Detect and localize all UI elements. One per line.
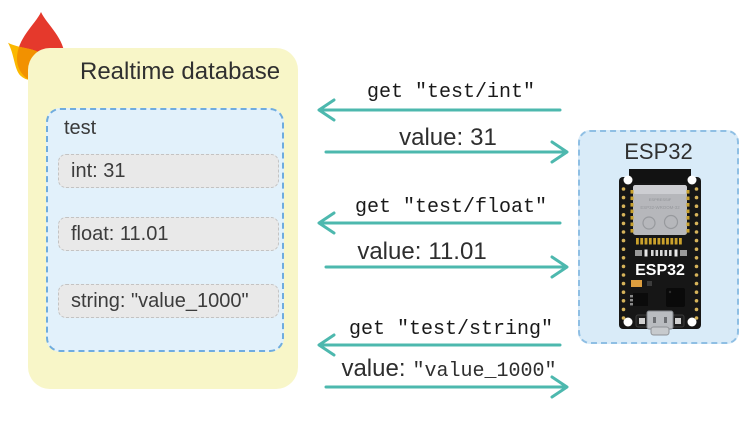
espressif-logo-icon xyxy=(663,214,679,230)
response-value: 11.01 xyxy=(428,238,487,265)
response-value: 31 xyxy=(470,124,497,151)
board-led xyxy=(631,280,642,287)
response-prefix: value: xyxy=(341,355,406,382)
database-title: Realtime database xyxy=(80,58,281,85)
response-value: "value_1000" xyxy=(412,360,557,383)
response-label-string: value: "value_1000" xyxy=(341,357,556,382)
database-node-box: test int: 31 float: 11.01 string: "value… xyxy=(46,108,284,352)
wifi-logo-icon xyxy=(642,216,656,230)
esp32-panel: ESP32 xyxy=(578,130,739,344)
node-field-float: float: 11.01 xyxy=(58,217,279,251)
response-prefix: value: xyxy=(399,124,464,151)
en-button xyxy=(671,314,685,328)
module-brand-label: ESPRESSIF xyxy=(649,197,672,202)
boot-button xyxy=(635,314,649,328)
realtime-database-panel: Realtime database test int: 31 float: 11… xyxy=(28,48,298,389)
response-label-int: value:31 xyxy=(399,126,497,150)
board-label: ESP32 xyxy=(635,262,685,279)
micro-usb-connector xyxy=(646,310,674,336)
request-label-string: get "test/string" xyxy=(348,318,554,341)
request-label-float: get "test/float" xyxy=(354,196,548,219)
esp32-board-image: ESPRESSIF ESP32-WROOM-32 xyxy=(619,169,701,336)
module-name-label: ESP32-WROOM-32 xyxy=(640,205,680,210)
response-label-float: value:11.01 xyxy=(357,240,486,264)
response-prefix: value: xyxy=(357,238,422,265)
node-field-int: int: 31 xyxy=(58,154,279,188)
request-label-int: get "test/int" xyxy=(366,81,536,104)
node-field-string: string: "value_1000" xyxy=(58,284,279,318)
node-name: test xyxy=(64,117,97,139)
esp32-title: ESP32 xyxy=(624,139,693,164)
